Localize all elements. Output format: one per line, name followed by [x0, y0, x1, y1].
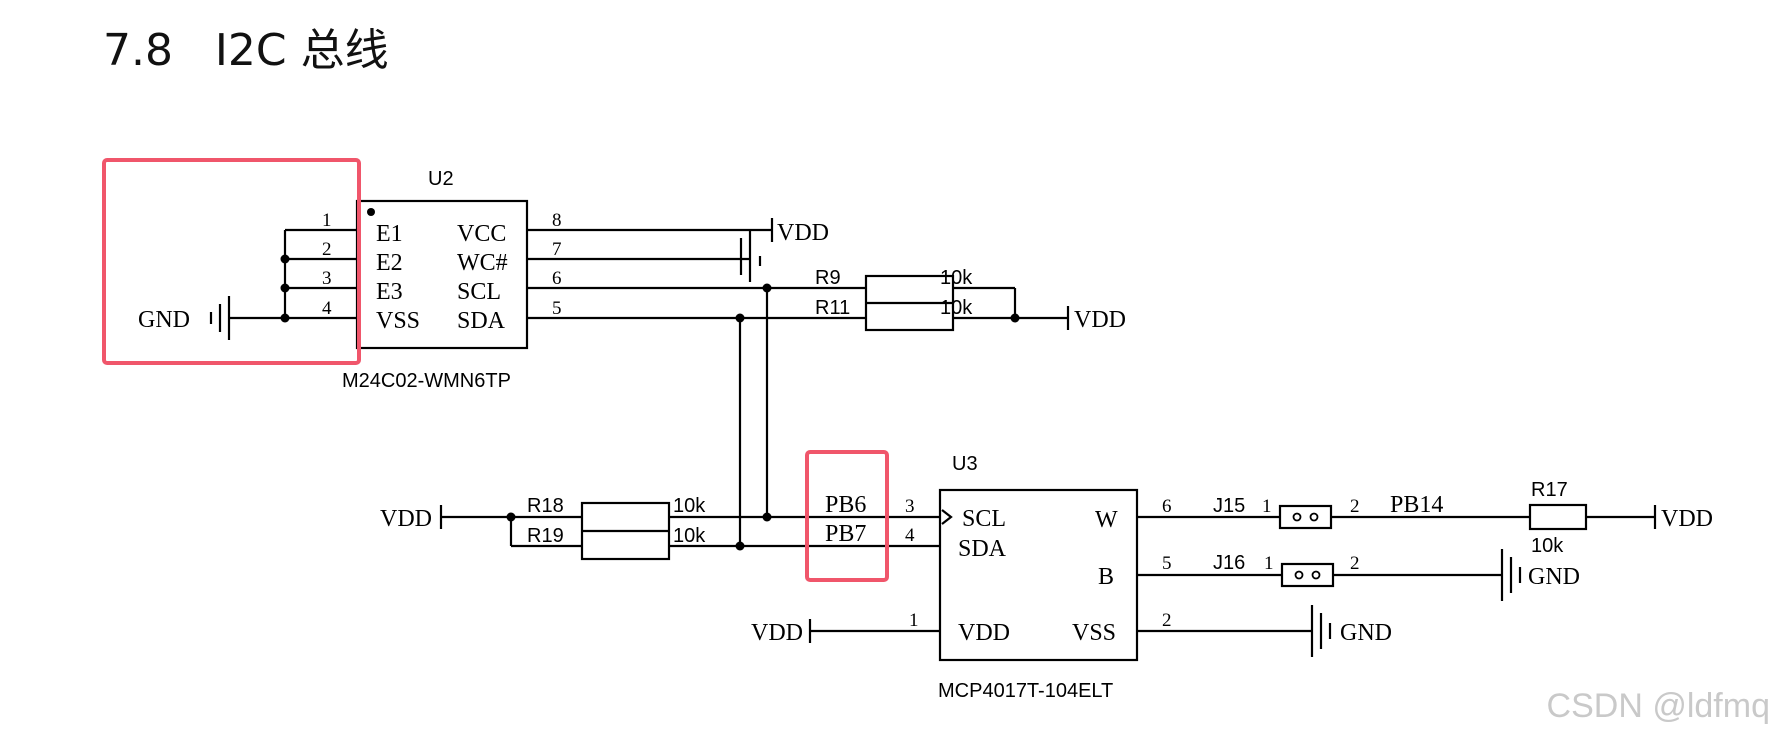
u2-pin1-num: 1	[322, 210, 332, 231]
r17-value: 10k	[1531, 535, 1564, 557]
gnd-label: GND	[1528, 564, 1580, 590]
junction-dot	[506, 512, 516, 522]
r11-value: 10k	[940, 297, 973, 319]
u2-pin-vcc: VCC	[457, 221, 506, 247]
u3-body	[938, 488, 1139, 662]
j16-pin-hole	[1294, 570, 1304, 580]
r17-body	[1528, 503, 1588, 531]
highlight-address-pins	[102, 158, 361, 365]
clock-input-marker	[941, 509, 953, 525]
j16-pin2: 2	[1350, 553, 1360, 574]
j16-pin1: 1	[1264, 553, 1274, 574]
u2-pin5-num: 5	[552, 298, 562, 319]
r19-ref: R19	[527, 525, 564, 547]
junction-dot	[735, 313, 745, 323]
u3-pin6-num: 6	[1162, 496, 1172, 517]
junction-dot	[762, 283, 772, 293]
r18-r19-pullups: VDD R18 R19 10k 10k PB6 PB7	[380, 492, 940, 561]
j15-pin-hole	[1292, 512, 1302, 522]
u2-eeprom: U2 M24C02-WMN6TP 1 2 3 4 E1 E2 E3 VSS 8 …	[285, 168, 1015, 392]
u2-body	[355, 199, 529, 350]
u3-pin3-num: 3	[905, 496, 915, 517]
vdd-label: VDD	[1661, 506, 1713, 532]
j16-pin-hole	[1311, 570, 1321, 580]
u3-pin5-num: 5	[1162, 553, 1172, 574]
vdd-label: VDD	[777, 220, 829, 246]
vdd-label: VDD	[751, 620, 803, 646]
u3-pin-vss: VSS	[1072, 620, 1116, 646]
u3-pin1-num: 1	[909, 610, 919, 631]
u3-pin2-num: 2	[1162, 610, 1172, 631]
r11-ref: R11	[815, 297, 850, 319]
r9-value: 10k	[940, 267, 973, 289]
gnd-label: GND	[1340, 620, 1392, 646]
u2-pin-e3: E3	[376, 279, 403, 305]
u3-digipot: U3 MCP4017T-104ELT 3 4 SCL SDA VDD W B V…	[751, 453, 1172, 702]
junction-dot	[280, 283, 290, 293]
pb14-label: PB14	[1390, 492, 1443, 518]
r18-value: 10k	[673, 495, 706, 517]
vdd-label: VDD	[1074, 307, 1126, 333]
r9-ref: R9	[815, 267, 841, 289]
j15-jumper	[1278, 504, 1333, 530]
u2-pin-wc: WC#	[457, 250, 508, 276]
u2-pin7-num: 7	[552, 239, 562, 260]
j15-ref: J15	[1213, 495, 1245, 517]
u3-pin-scl: SCL	[962, 506, 1006, 532]
u2-pin1-marker	[367, 208, 375, 216]
pb6-label: PB6	[825, 492, 866, 518]
u3-pin-w: W	[1095, 507, 1118, 533]
j15-pin1: 1	[1262, 496, 1272, 517]
highlight-pb6-pb7	[805, 450, 889, 582]
u2-pin-e2: E2	[376, 250, 403, 276]
r18-ref: R18	[527, 495, 564, 517]
u2-pin-vss: VSS	[376, 308, 420, 334]
junction-dot	[280, 254, 290, 264]
page-title: 7.8 I2C 总线	[103, 25, 389, 76]
u2-pin-sda: SDA	[457, 308, 506, 334]
u3-pin-vdd: VDD	[958, 620, 1010, 646]
r9-r11-pullups: R9 R11 10k 10k VDD	[815, 267, 1126, 333]
u3-pin4-num: 4	[905, 525, 915, 546]
b-terminal-net: J16 1 2 GND	[1137, 549, 1580, 601]
u3-pin-sda: SDA	[958, 536, 1007, 562]
j16-jumper	[1280, 562, 1335, 588]
j16-ref: J16	[1213, 552, 1245, 574]
vdd-label: VDD	[380, 506, 432, 532]
wiper-net: J15 1 2 PB14 R17 10k VDD	[1137, 479, 1713, 557]
r19-value: 10k	[673, 525, 706, 547]
pb7-label: PB7	[825, 521, 866, 547]
u2-part: M24C02-WMN6TP	[342, 370, 511, 392]
u2-vdd-connection: VDD	[739, 218, 829, 282]
u2-pin-scl: SCL	[457, 279, 501, 305]
i2c-bus	[735, 283, 772, 551]
watermark: CSDN @ldfmq	[1546, 687, 1770, 725]
u2-ref: U2	[428, 168, 454, 190]
j15-pin-hole	[1309, 512, 1319, 522]
j15-pin2: 2	[1350, 496, 1360, 517]
u2-pin2-num: 2	[322, 239, 332, 260]
u2-pin-e1: E1	[376, 221, 403, 247]
u2-pin3-num: 3	[322, 268, 332, 289]
u2-address-ground: GND	[138, 230, 290, 340]
u3-pin-b: B	[1098, 564, 1114, 590]
u3-ref: U3	[952, 453, 978, 475]
u3-ground-net: GND	[1137, 605, 1392, 657]
gnd-label: GND	[138, 307, 190, 333]
r17-ref: R17	[1531, 479, 1568, 501]
u2-pin4-num: 4	[322, 298, 332, 319]
u3-part: MCP4017T-104ELT	[938, 680, 1113, 702]
u2-pin8-num: 8	[552, 210, 562, 231]
u2-pin6-num: 6	[552, 268, 562, 289]
